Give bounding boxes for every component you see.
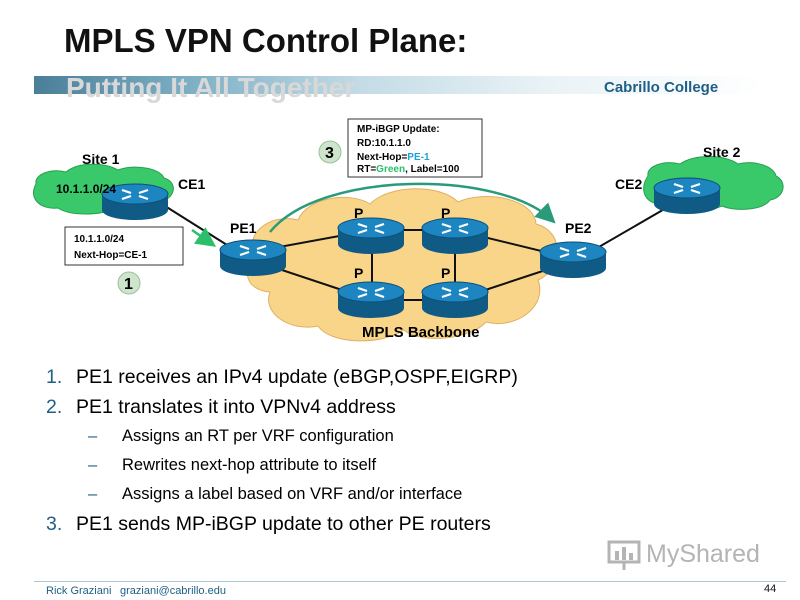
header-band <box>34 76 764 94</box>
sub-bullet-dash: – <box>88 485 98 503</box>
ipv4-update-prefix: 10.1.1.0/24 <box>74 234 124 245</box>
site2-label: Site 2 <box>703 144 741 160</box>
presentation-board-icon <box>607 540 641 570</box>
pe1-label: PE1 <box>230 220 257 236</box>
sub-bullet-text: Rewrites next-hop attribute to itself <box>122 456 377 474</box>
mp-ibgp-update-arrow <box>269 182 556 233</box>
mp-ibgp-update-rt-label: RT=Green, Label=100 <box>357 164 460 175</box>
site1-prefix-label: 10.1.1.0/24 <box>56 182 116 196</box>
ipv4-update-arrow <box>191 227 217 247</box>
ce1-label: CE1 <box>178 176 205 192</box>
bullet-item-3: 3. PE1 sends MP-iBGP update to other PE … <box>46 509 746 539</box>
ce2-label: CE2 <box>615 176 642 192</box>
page-subtitle: Putting It All Together <box>66 72 356 103</box>
pe2-label: PE2 <box>565 220 592 236</box>
footer-author: Rick Graziani <box>46 585 112 597</box>
mp-ibgp-update-rd: RD:10.1.1.0 <box>357 138 411 149</box>
pe1-router-icon <box>218 238 288 278</box>
bullet-list: 1. PE1 receives an IPv4 update (eBGP,OSP… <box>46 362 746 539</box>
bullet-item-2: 2. PE1 translates it into VPNv4 address <box>46 392 746 422</box>
sub-bullet-dash: – <box>88 456 98 474</box>
mp-ibgp-update-box: MP-iBGP Update: RD:10.1.1.0 Next-Hop=PE-… <box>347 118 483 178</box>
ipv4-update-box: 10.1.1.0/24 Next-Hop=CE-1 <box>64 226 184 266</box>
bullet-item-1: 1. PE1 receives an IPv4 update (eBGP,OSP… <box>46 362 746 392</box>
p-label-bottom-right: P <box>441 265 450 281</box>
p-router-bottom-right-icon <box>420 280 490 320</box>
college-name: Cabrillo College <box>604 79 719 96</box>
page-number: 44 <box>764 583 777 595</box>
p-label-bottom-left: P <box>354 265 363 281</box>
footer-divider <box>34 581 786 582</box>
p-router-top-right-icon <box>420 216 490 256</box>
ipv4-update-next-hop: Next-Hop=CE-1 <box>74 250 148 261</box>
bullet-text: PE1 sends MP-iBGP update to other PE rou… <box>76 513 491 535</box>
ce2-router-icon <box>652 176 722 216</box>
site1-label: Site 1 <box>82 151 120 167</box>
p-label-top-right: P <box>441 205 450 221</box>
pe2-router-icon <box>538 240 608 280</box>
sub-bullet-rt: – Assigns an RT per VRF configuration <box>46 422 746 451</box>
watermark-text: MyShared <box>646 540 760 568</box>
sub-bullet-text: Assigns a label based on VRF and/or inte… <box>122 485 463 503</box>
svg-text:1: 1 <box>124 276 133 293</box>
sub-bullet-label: – Assigns a label based on VRF and/or in… <box>46 480 746 509</box>
bullet-number: 2. <box>46 396 63 418</box>
mpls-backbone-label: MPLS Backbone <box>362 324 480 341</box>
svg-text:3: 3 <box>325 145 334 162</box>
mp-ibgp-update-title: MP-iBGP Update: <box>357 124 440 135</box>
step-3-badge: 3 <box>318 140 342 164</box>
p-router-bottom-left-icon <box>336 280 406 320</box>
bullet-text: PE1 translates it into VPNv4 address <box>76 396 396 418</box>
sub-bullet-text: Assigns an RT per VRF configuration <box>122 427 394 445</box>
bullet-number: 3. <box>46 513 63 535</box>
bullet-number: 1. <box>46 366 63 388</box>
bullet-text: PE1 receives an IPv4 update (eBGP,OSPF,E… <box>76 366 518 388</box>
p-label-top-left: P <box>354 205 363 221</box>
sub-bullet-dash: – <box>88 427 98 445</box>
step-1-badge: 1 <box>117 271 141 295</box>
mp-ibgp-update-next-hop: Next-Hop=PE-1 <box>357 152 430 163</box>
sub-bullet-next-hop: – Rewrites next-hop attribute to itself <box>46 451 746 480</box>
footer-email[interactable]: graziani@cabrillo.edu <box>120 585 226 597</box>
page-title: MPLS VPN Control Plane: <box>64 22 468 59</box>
p-router-top-left-icon <box>336 216 406 256</box>
